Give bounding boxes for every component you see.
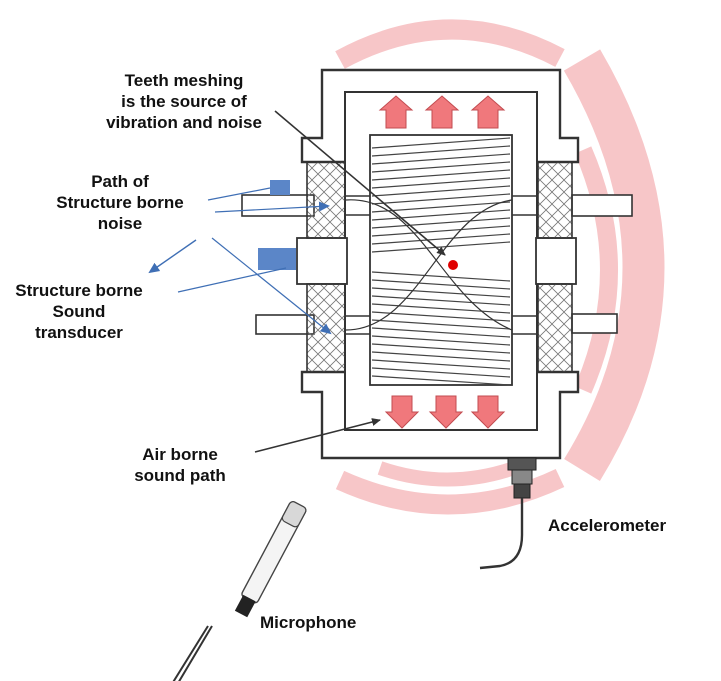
path-label-line-3: noise [97, 214, 143, 233]
teeth-meshing-line-3: vibration and noise [106, 113, 262, 132]
microphone-label: Microphone [260, 613, 357, 632]
gear-tooth-line [371, 327, 511, 338]
gear-tooth-line [371, 177, 511, 189]
gear-tooth-line [371, 161, 511, 173]
gear-tooth-line [371, 185, 511, 197]
gear-tooth-line [371, 311, 511, 322]
gear-tooth-line [371, 303, 511, 314]
sound-wave-icon [335, 19, 665, 515]
helical-gear-icon [345, 134, 513, 386]
gear-tooth-line [371, 319, 511, 330]
accelerometer-icon [479, 457, 537, 570]
teeth-meshing-line-2: is the source of [121, 92, 247, 111]
gear-tooth-line [371, 137, 511, 149]
gear-tooth-line [371, 367, 511, 378]
gear-tooth-line [371, 375, 511, 386]
path-label-line-1: Path of [91, 172, 149, 191]
shaft-icon [241, 194, 633, 335]
teeth-meshing-line-1: Teeth meshing [124, 71, 244, 90]
structure-borne-sound-transducer-label: Structure borne Sound transducer [4, 280, 154, 343]
transducer-label-line-1: Structure borne [15, 281, 143, 300]
gear-tooth-line [371, 153, 511, 165]
transducer-label-line-3: transducer [35, 323, 123, 342]
airborne-label-line-2: sound path [134, 466, 226, 485]
gear-tooth-line [371, 225, 511, 237]
gear-tooth-line [371, 209, 511, 221]
gear-tooth-line [371, 271, 511, 282]
gear-tooth-line [371, 217, 511, 229]
gear-tooth-line [371, 295, 511, 306]
gear-tooth-line [371, 201, 511, 213]
gear-tooth-line [371, 169, 511, 181]
teeth-meshing-label: Teeth meshing is the source of vibration… [86, 70, 282, 133]
transducer-label-line-2: Sound [52, 302, 106, 321]
gear-tooth-line [371, 145, 511, 157]
structure-borne-transducer-icon [258, 180, 296, 270]
path-of-structure-borne-noise-label: Path of Structure borne noise [40, 171, 200, 234]
gear-tooth-line [371, 351, 511, 362]
microphone-icon [172, 501, 307, 681]
gear-tooth-line [371, 233, 511, 245]
path-label-line-2: Structure borne [56, 193, 184, 212]
gear-tooth-line [371, 335, 511, 346]
air-borne-sound-path-label: Air borne sound path [118, 444, 242, 486]
mesh-point-marker [448, 260, 458, 270]
gear-tooth-line [371, 343, 511, 354]
gear-tooth-line [371, 359, 511, 370]
gear-tooth-line [371, 287, 511, 298]
gear-tooth-line [371, 279, 511, 290]
airborne-label-line-1: Air borne [142, 445, 218, 464]
structure-path-arrows [148, 110, 446, 453]
gear-tooth-line [371, 193, 511, 205]
air-borne-arrows-up-icon [378, 95, 506, 129]
air-borne-arrows-down-icon [384, 395, 506, 429]
accelerometer-label: Accelerometer [548, 516, 667, 535]
bearing-icon [306, 161, 573, 373]
